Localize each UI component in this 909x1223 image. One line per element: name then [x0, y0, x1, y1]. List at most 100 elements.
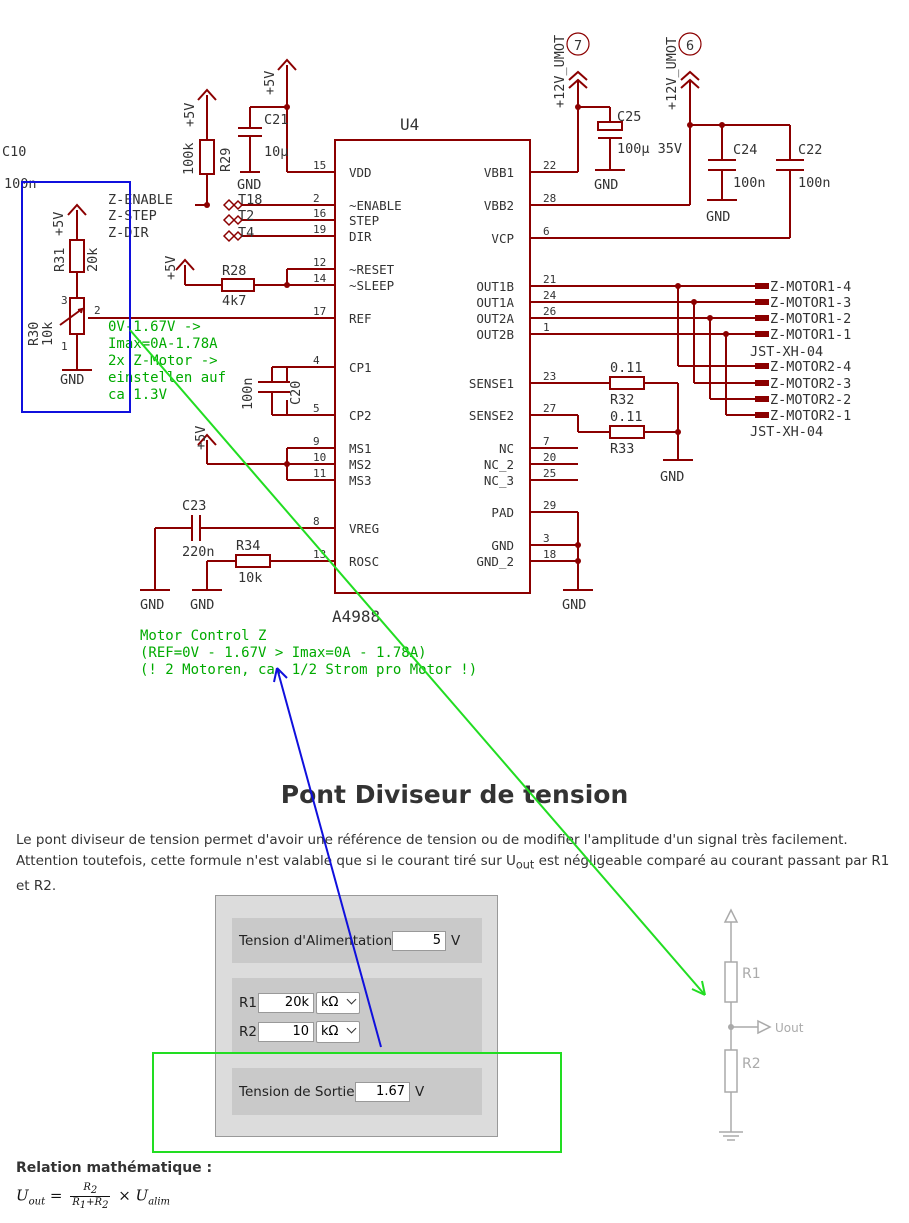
pin-left-name: REF	[349, 311, 372, 326]
net-z-step: Z-STEP	[108, 208, 157, 224]
pin-right-name: VCP	[491, 231, 514, 246]
net-z-enable: Z-ENABLE	[108, 192, 173, 208]
pin-left-name: MS2	[349, 457, 372, 472]
c24-name: C24	[733, 142, 757, 158]
p5v-pot: +5V	[51, 212, 67, 236]
pin-right-number: 22	[543, 159, 556, 172]
pin-right-number: 3	[543, 532, 550, 545]
gnd-r34: GND	[190, 597, 214, 613]
c24-value: 100n	[733, 175, 766, 191]
motor1-pin-3: Z-MOTOR1-3	[770, 295, 851, 311]
chip-part: A4988	[332, 607, 380, 626]
motor2-pin-2: Z-MOTOR2-2	[770, 392, 851, 408]
pin-left-name: STEP	[349, 213, 379, 228]
annotation-bottom-line2: (REF=0V - 1.67V > Imax=0A - 1.78A)	[140, 645, 427, 661]
a4988-schematic: U4 A4988 15VDD2~ENABLE16STEP19DIR12~RESE…	[2, 32, 851, 678]
connector-2: JST-XH-04	[750, 424, 823, 440]
test-point-t18: T18	[238, 192, 262, 208]
p5v-r29: +5V	[182, 103, 198, 127]
c22-value: 100n	[798, 175, 831, 191]
pot-pin-1: 1	[61, 340, 68, 353]
page-title: Pont Diviseur de tension	[280, 780, 629, 809]
pin-right-number: 26	[543, 305, 556, 318]
r31-value: 20k	[85, 248, 101, 272]
pin-left-number: 2	[313, 192, 320, 205]
pin-right-name: GND	[491, 538, 514, 553]
connector-1: JST-XH-04	[750, 344, 823, 360]
pin-left-name: ~RESET	[349, 262, 395, 277]
pin-right-number: 23	[543, 370, 556, 383]
r33-name: R33	[610, 441, 634, 457]
pin-right-number: 28	[543, 192, 556, 205]
c25-name: C25	[617, 109, 641, 125]
pin-left-name: ~ENABLE	[349, 198, 402, 213]
c20-value: 100n	[240, 377, 256, 410]
test-point-t4: T4	[238, 225, 254, 241]
pin-right-number: 27	[543, 402, 556, 415]
pin-right-name: GND_2	[476, 554, 514, 569]
pin-right-name: VBB1	[484, 165, 514, 180]
annotation-ref-line1: 0V-1.67V ->	[108, 319, 201, 335]
c10-name: C10	[2, 144, 26, 160]
motor1-pin-4: Z-MOTOR1-4	[770, 279, 851, 295]
motor2-pin-4: Z-MOTOR2-4	[770, 359, 851, 375]
pin-left-name: VREG	[349, 521, 379, 536]
pin-right-number: 20	[543, 451, 556, 464]
gnd-sense: GND	[660, 469, 684, 485]
umot-vbb1: +12V_UMOT	[552, 35, 568, 108]
divider-diagram: R1 R2 Uout	[719, 908, 804, 1141]
diagram-r1: R1	[742, 966, 761, 982]
r28-name: R28	[222, 263, 246, 279]
pin-left-number: 19	[313, 223, 326, 236]
diagram-r2: R2	[742, 1056, 761, 1072]
pin-right-number: 29	[543, 499, 556, 512]
c23-value: 220n	[182, 544, 215, 560]
pin-left-number: 12	[313, 256, 326, 269]
pin-right-name: NC	[499, 441, 514, 456]
gnd-pot: GND	[60, 372, 84, 388]
net-z-dir: Z-DIR	[108, 225, 150, 241]
pin-left-name: CP1	[349, 360, 372, 375]
pin-left-number: 15	[313, 159, 326, 172]
pin-right-name: OUT1B	[476, 279, 514, 294]
pin-left-name: DIR	[349, 229, 372, 244]
pin-right-number: 21	[543, 273, 556, 286]
p5v-reset: +5V	[163, 256, 179, 280]
pin-left-number: 9	[313, 435, 320, 448]
r32-name: R32	[610, 392, 634, 408]
pot-pin-2: 2	[94, 304, 101, 317]
c21-name: C21	[264, 112, 288, 128]
annotation-ref-line5: ca 1.3V	[108, 387, 168, 403]
c21-value: 10µ	[264, 144, 288, 160]
r28-value: 4k7	[222, 293, 246, 309]
pin-right-name: VBB2	[484, 198, 514, 213]
pin-left-number: 4	[313, 354, 320, 367]
pin-left-number: 10	[313, 451, 326, 464]
pin-left-number: 8	[313, 515, 320, 528]
pin-left-number: 17	[313, 305, 326, 318]
pin-right-name: OUT2B	[476, 327, 514, 342]
pot-pin-3: 3	[61, 294, 68, 307]
pin-left-name: ROSC	[349, 554, 379, 569]
pin-right-number: 18	[543, 548, 556, 561]
p5v-ms: +5V	[193, 426, 209, 450]
p5v-vdd: +5V	[262, 71, 278, 95]
pin-left-number: 13	[313, 548, 326, 561]
pin-right-name: SENSE2	[469, 408, 514, 423]
gnd-c23: GND	[140, 597, 164, 613]
pin-right-name: OUT1A	[476, 295, 514, 310]
c25-value: 100µ 35V	[617, 141, 682, 157]
c23-name: C23	[182, 498, 206, 514]
pin-right-name: SENSE1	[469, 376, 514, 391]
pin-right-name: PAD	[491, 505, 514, 520]
r30-value: 10k	[40, 322, 56, 346]
pin-right-name: OUT2A	[476, 311, 514, 326]
annotation-bottom-line3: (! 2 Motoren, ca. 1/2 Strom pro Motor !)	[140, 662, 477, 678]
annotation-ref-line2: Imax=0A-1.78A	[108, 336, 218, 352]
annotation-bottom-line1: Motor Control Z	[140, 628, 266, 644]
motor2-pin-3: Z-MOTOR2-3	[770, 376, 851, 392]
pin-right-number: 7	[543, 435, 550, 448]
pin-left-name: ~SLEEP	[349, 278, 394, 293]
gnd-c25: GND	[594, 177, 618, 193]
umot-vbb2: +12V_UMOT	[664, 37, 680, 110]
